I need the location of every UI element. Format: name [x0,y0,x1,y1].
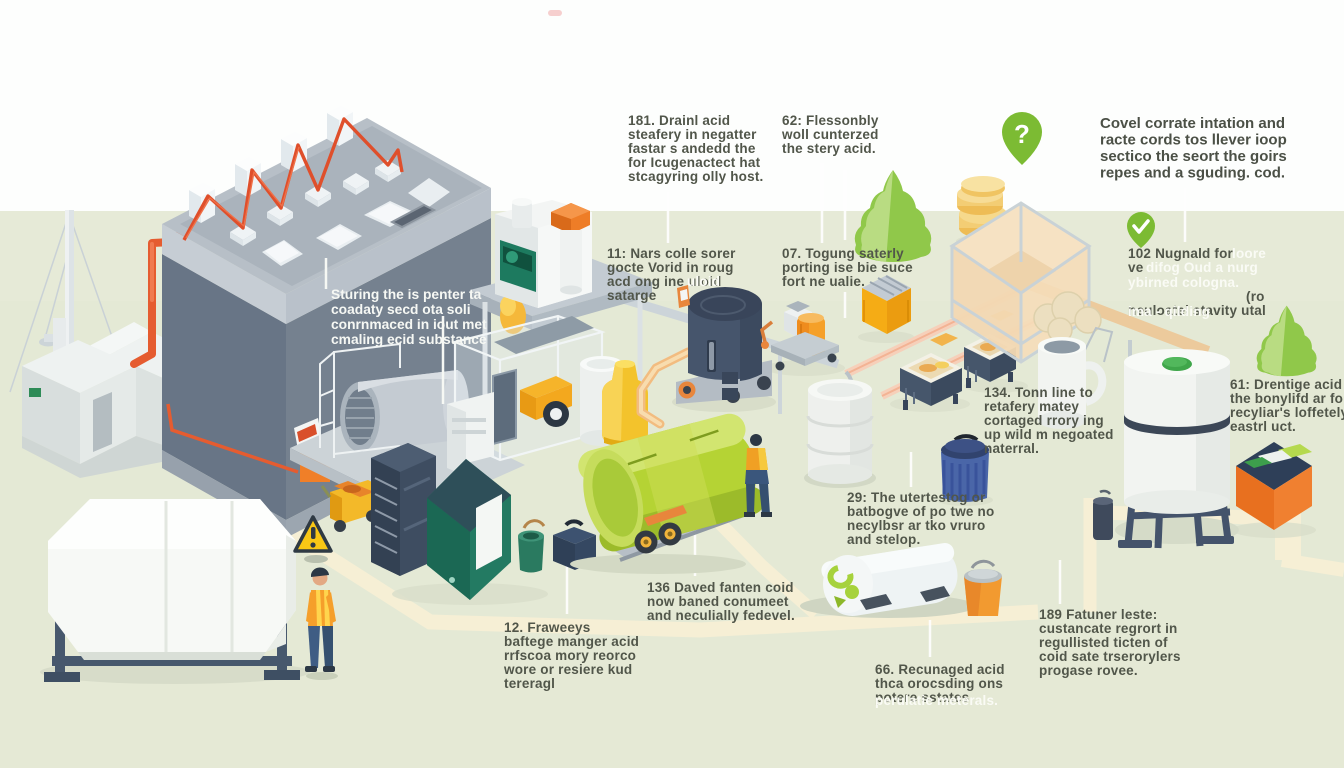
svg-text:189 Fatuner leste:custancate r: 189 Fatuner leste:custancate regrort inr… [1039,607,1181,678]
svg-text:cmaling ecid substance: cmaling ecid substance [331,332,487,347]
svg-text:difog Oud a nurg: difog Oud a nurg [1146,260,1258,275]
svg-text:perulatie meterals.: perulatie meterals. [875,693,998,708]
svg-text:Sturing the is penter ta: Sturing the is penter ta [331,287,482,302]
svg-text:coadaty secd ota soli: coadaty secd ota soli [331,302,471,317]
svg-text:ima - qilding: ima - qilding [1128,304,1210,319]
svg-text:loore: loore [1232,246,1266,261]
svg-text:ybirned cologna.: ybirned cologna. [1128,275,1239,290]
svg-text:?: ? [1014,119,1030,149]
svg-text:uloid: uloid [687,274,720,289]
svg-text:conrnmaced in iout met: conrnmaced in iout met [331,317,487,332]
